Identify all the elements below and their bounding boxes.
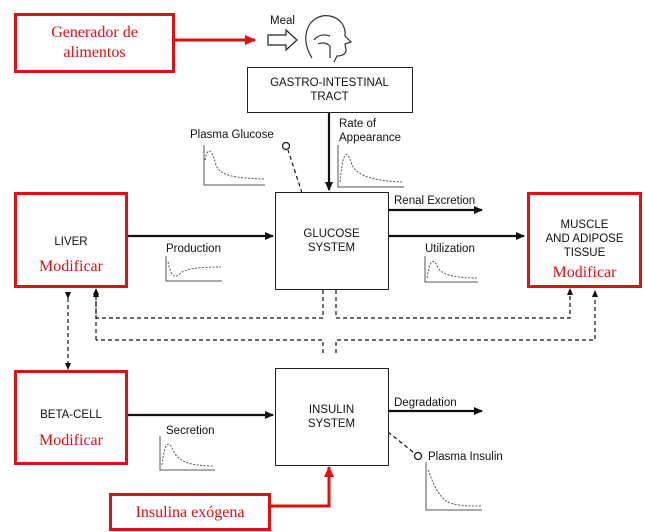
muscle-modify-label: Modificar [552,264,617,281]
arrow-exogenous-to-insulin [269,466,334,508]
muscle-label: MUSCLE AND ADIPOSE TISSUE [545,219,624,259]
plasma-insulin-label: Plasma Insulin [428,451,503,463]
head-profile-icon [305,15,353,63]
exogenous-insulin-box[interactable]: Insulina exógena [109,493,271,531]
meal-arrow-icon [267,28,298,52]
liver-label: LIVER [54,236,88,248]
beta-cell-label: BETA-CELL [40,409,102,421]
plasma-insulin-probe [413,451,423,461]
sparkline-production [165,256,222,282]
glucose-system-box[interactable]: GLUCOSE SYSTEM [275,192,389,290]
exogenous-insulin-label: Insulina exógena [135,504,245,521]
degradation-label: Degradation [394,397,457,409]
gastro-intestinal-box[interactable]: GASTRO-INTESTINAL TRACT [247,67,413,113]
secretion-label: Secretion [166,425,215,437]
gastro-label: GASTRO-INTESTINAL TRACT [270,77,389,103]
production-label: Production [166,243,221,255]
glucose-label: GLUCOSE SYSTEM [303,228,360,254]
muscle-adipose-box[interactable]: MUSCLE AND ADIPOSE TISSUE Modificar [527,192,642,288]
sparkline-utilization [424,256,478,283]
insulin-system-box[interactable]: INSULIN SYSTEM [275,368,389,466]
liver-box[interactable]: LIVER Modificar [14,192,128,288]
plasma-glucose-probe [281,141,291,151]
rate-of-appearance-label: Rate of Appearance [339,118,402,144]
food-generator-box[interactable]: Generador de alimentos [14,13,175,73]
plasma-glucose-label: Plasma Glucose [190,129,274,141]
liver-modify-label: Modificar [39,258,103,275]
dashed-feedback [65,149,598,453]
beta-cell-box[interactable]: BETA-CELL Modificar [14,370,128,465]
renal-excretion-label: Renal Excretion [394,195,476,207]
sparkline-rate-of-appearance [337,145,404,188]
sparkline-plasma-glucose [203,145,265,186]
beta-modify-label: Modificar [39,432,103,449]
food-generator-label: Generador de alimentos [51,24,138,61]
insulin-label: INSULIN SYSTEM [307,404,356,430]
sparkline-secretion [159,436,215,471]
meal-label: Meal [270,15,295,27]
utilization-label: Utilization [425,243,475,255]
sparkline-plasma-insulin [425,462,482,511]
